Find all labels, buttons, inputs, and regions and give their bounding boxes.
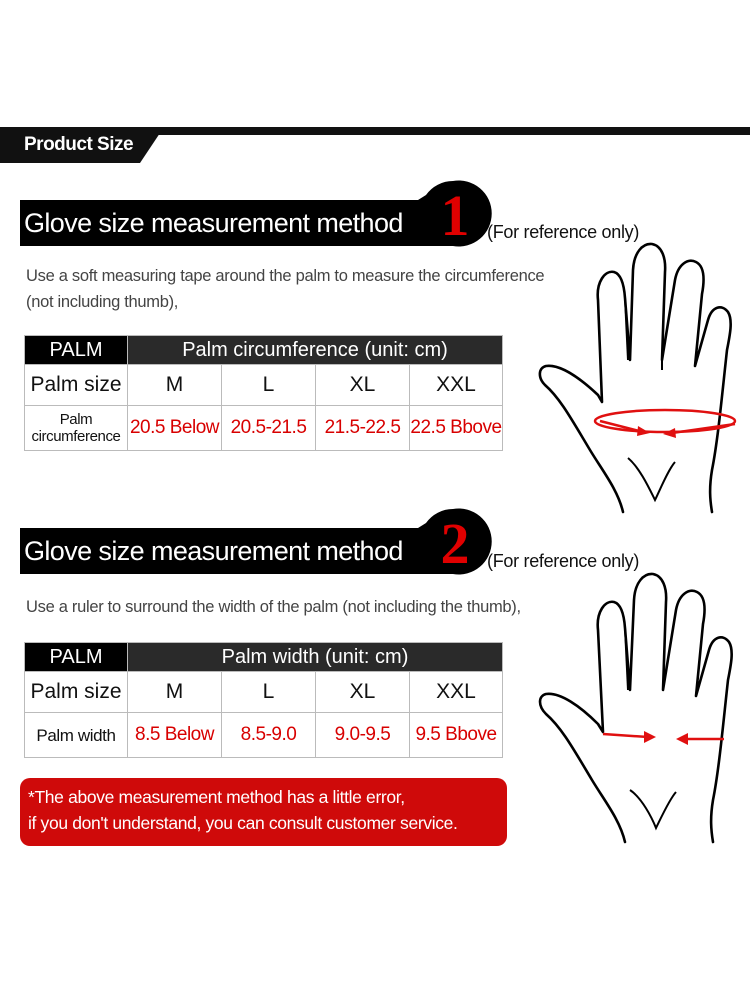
method1-reference-note: (For reference only) xyxy=(487,222,640,242)
method2-number: 2 xyxy=(441,511,470,576)
method1-size-table: PALM Palm circumference (unit: cm) Palm … xyxy=(24,335,503,451)
method1-size-xxl: XXL xyxy=(409,364,503,406)
method1-number-badge: 1 xyxy=(418,180,492,248)
method1-table-header: Palm circumference (unit: cm) xyxy=(127,335,503,365)
method2-value-xxl: 9.5 Bbove xyxy=(409,712,503,758)
hand-outline-icon xyxy=(538,242,732,514)
method2-value-l: 8.5-9.0 xyxy=(221,712,316,758)
method1-value-xxl: 22.5 Bbove xyxy=(409,405,503,451)
method1-value-l: 20.5-21.5 xyxy=(221,405,316,451)
method1-table-header-row: PALM Palm circumference (unit: cm) xyxy=(24,335,503,365)
method1-size-row: Palm size M L XL XXL xyxy=(24,364,503,406)
method1-value-row: Palm circumference 20.5 Below 20.5-21.5 … xyxy=(24,405,503,451)
method1-table-corner: PALM xyxy=(24,335,128,365)
notice-line2: if you don't understand, you can consult… xyxy=(28,813,458,833)
method2-value-label: Palm width xyxy=(24,712,128,758)
arrow-icon xyxy=(602,731,724,745)
notice-line1: *The above measurement method has a litt… xyxy=(28,787,405,807)
method1-title: Glove size measurement method xyxy=(20,200,456,246)
method2-reference-note: (For reference only) xyxy=(487,551,640,571)
header-tag-shape xyxy=(0,133,160,163)
method2-size-row: Palm size M L XL XXL xyxy=(24,671,503,713)
notice-box: *The above measurement method has a litt… xyxy=(20,778,507,846)
method1-description-line2: (not including thumb), xyxy=(26,293,179,311)
method1-size-m: M xyxy=(127,364,222,406)
method2-description: Use a ruler to surround the width of the… xyxy=(26,598,521,616)
method1-value-m: 20.5 Below xyxy=(127,405,222,451)
method2-value-m: 8.5 Below xyxy=(127,712,222,758)
method2-size-table: PALM Palm width (unit: cm) Palm size M L… xyxy=(24,642,503,758)
method2-value-row: Palm width 8.5 Below 8.5-9.0 9.0-9.5 9.5… xyxy=(24,712,503,758)
method2-size-xxl: XXL xyxy=(409,671,503,713)
method1-value-xl: 21.5-22.5 xyxy=(315,405,410,451)
method2-size-xl: XL xyxy=(315,671,410,713)
hand-outline-icon xyxy=(538,572,733,844)
method2-number-badge: 2 xyxy=(418,508,492,576)
method2-table-header: Palm width (unit: cm) xyxy=(127,642,503,672)
method2-size-l: L xyxy=(221,671,316,713)
method1-size-l: L xyxy=(221,364,316,406)
method2-value-xl: 9.0-9.5 xyxy=(315,712,410,758)
method1-value-label-line2: circumference xyxy=(31,428,121,445)
method2-title: Glove size measurement method xyxy=(20,528,456,574)
header-tag-label: Product Size xyxy=(24,134,134,155)
method1-size-xl: XL xyxy=(315,364,410,406)
method2-table-header-row: PALM Palm width (unit: cm) xyxy=(24,642,503,672)
method1-value-label: Palm circumference xyxy=(24,405,128,451)
method2-size-m: M xyxy=(127,671,222,713)
method1-number: 1 xyxy=(441,183,470,248)
method1-value-label-line1: Palm xyxy=(59,411,93,428)
method2-size-label: Palm size xyxy=(24,671,128,713)
method1-size-label: Palm size xyxy=(24,364,128,406)
measuring-tape-icon xyxy=(593,408,737,438)
method1-description-line1: Use a soft measuring tape around the pal… xyxy=(26,267,545,285)
method2-table-corner: PALM xyxy=(24,642,128,672)
header-rule xyxy=(0,127,750,135)
